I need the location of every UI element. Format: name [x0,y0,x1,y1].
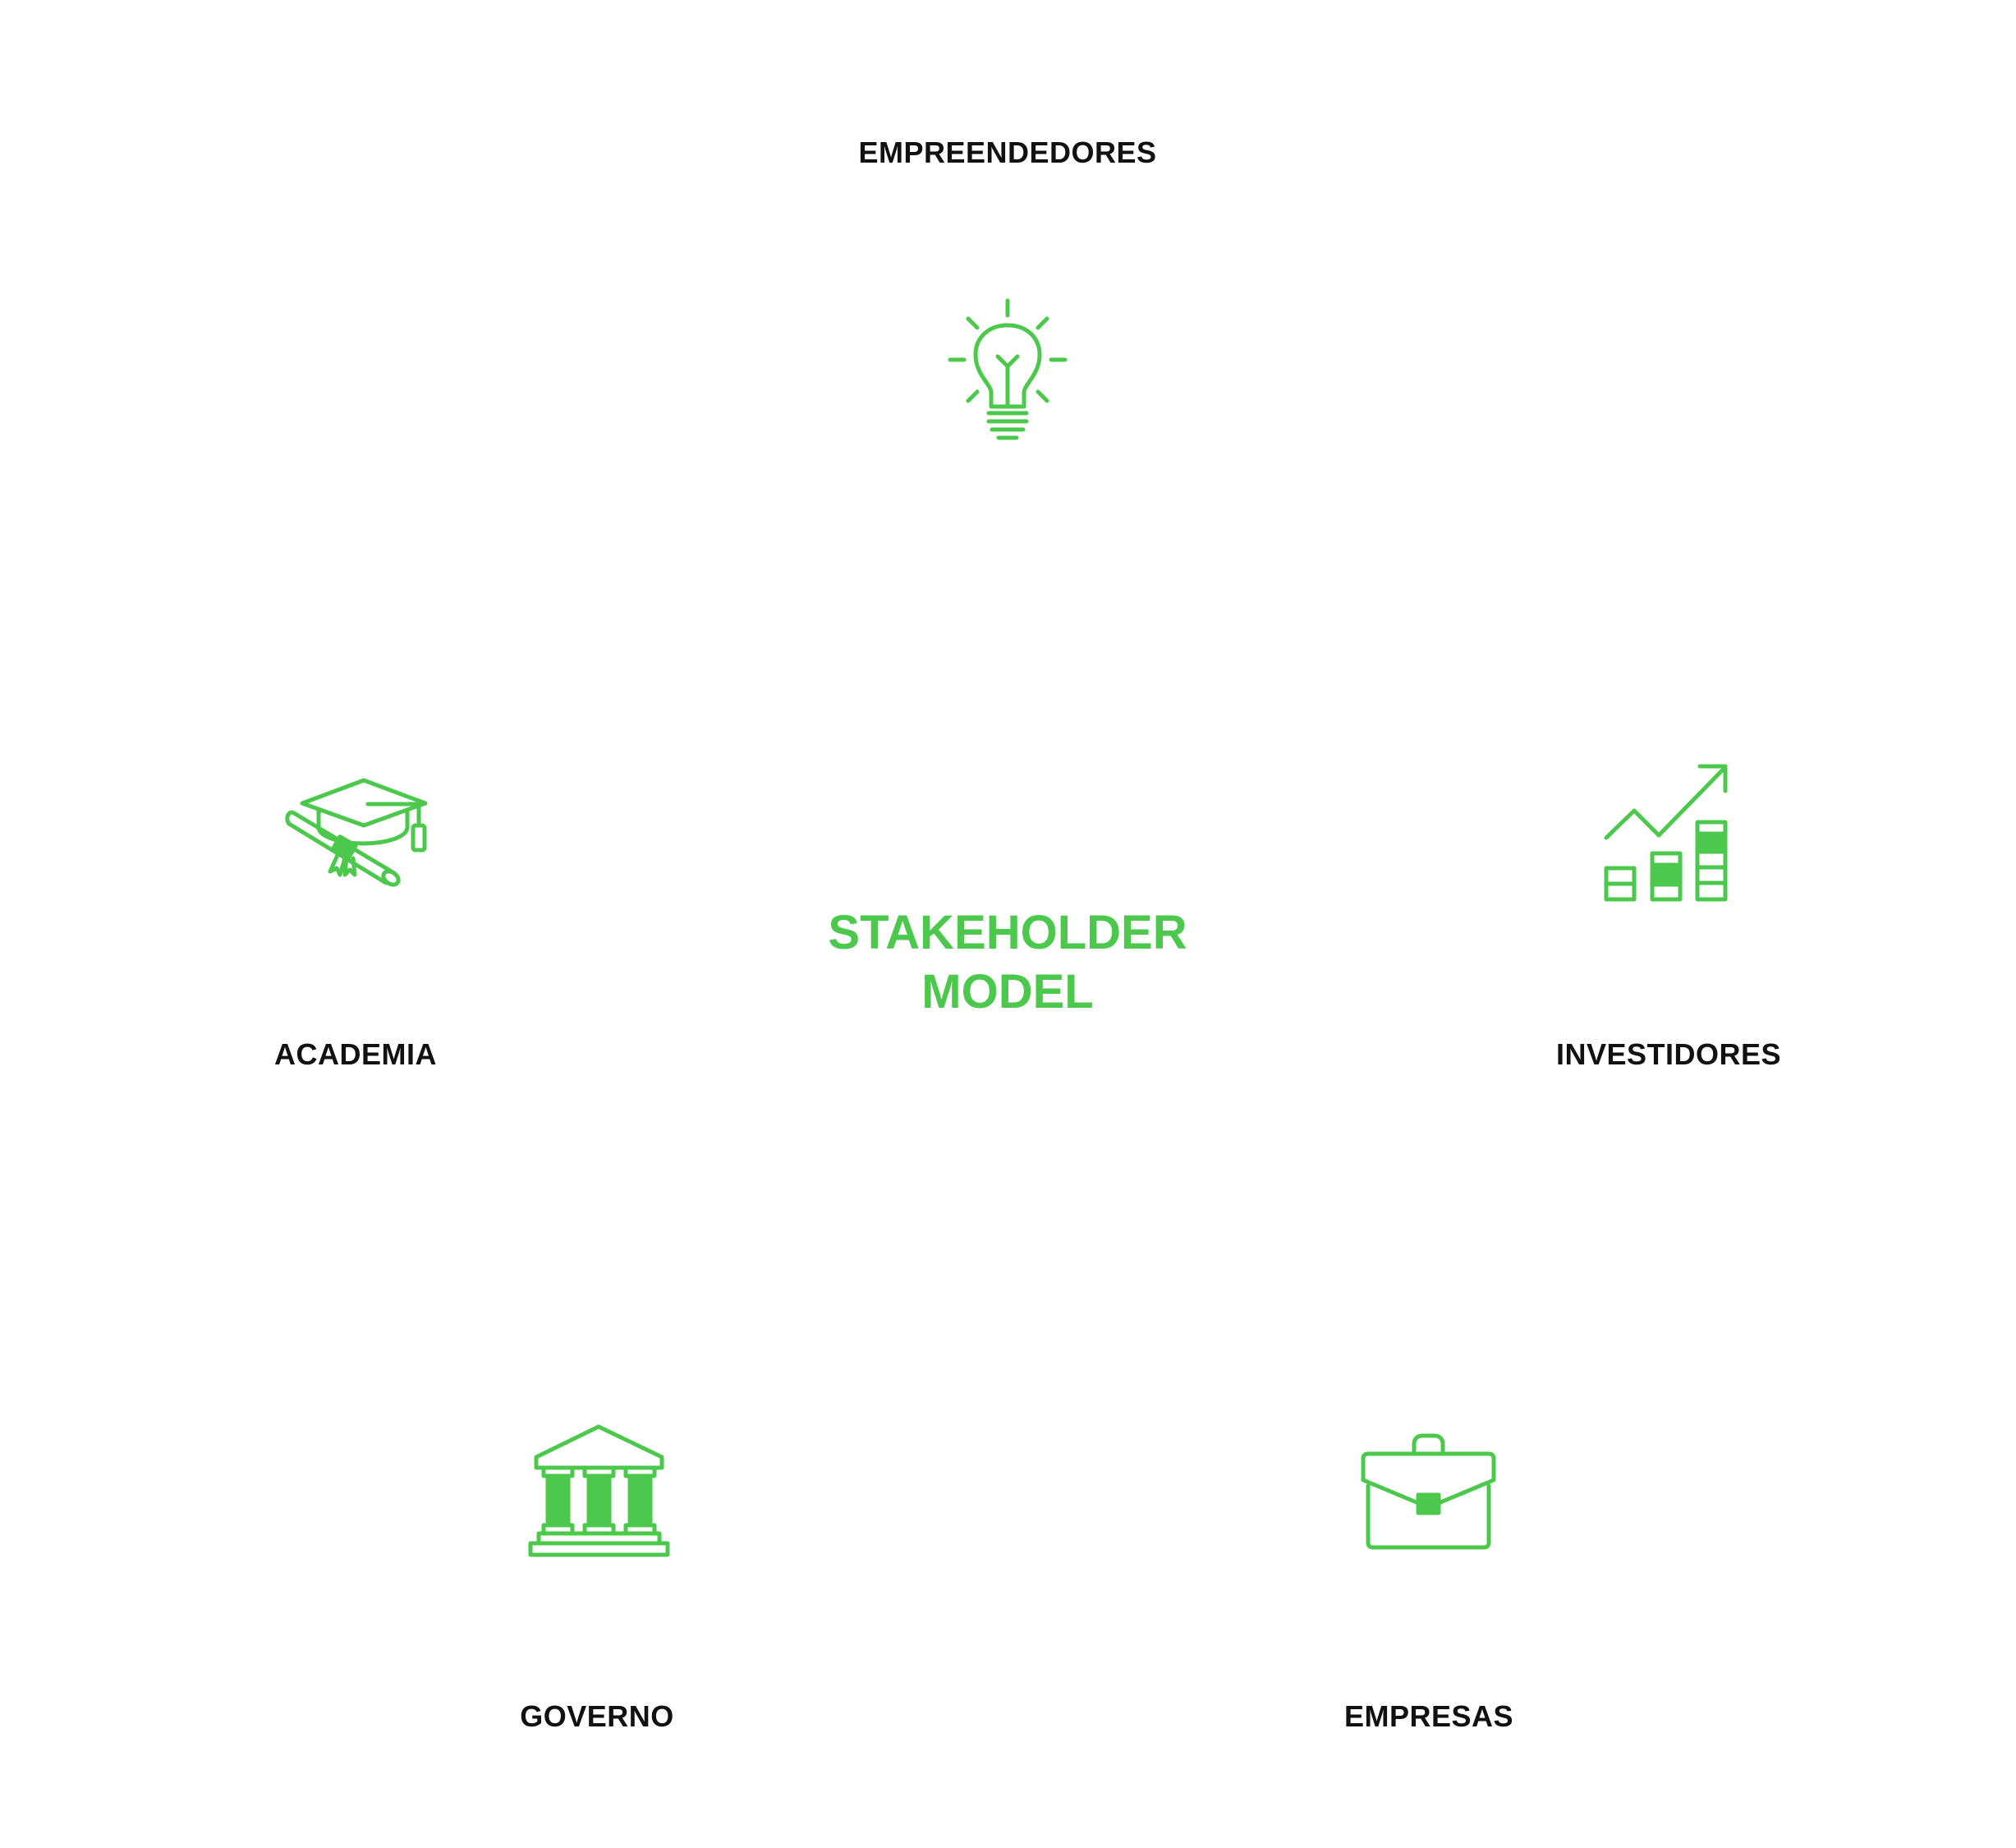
label-governo: GOVERNO [520,1699,674,1733]
lightbulb-icon [946,296,1069,444]
title-line-1: STAKEHOLDER [828,906,1187,959]
stakeholder-model-title: STAKEHOLDER MODEL [828,903,1187,1022]
growth-chart-icon [1601,760,1733,903]
title-line-2: MODEL [921,965,1094,1018]
label-empresas: EMPRESAS [1343,1699,1514,1733]
briefcase-icon [1357,1431,1500,1554]
label-empreendedores: EMPREENDEDORES [858,136,1157,169]
government-building-icon [527,1423,671,1562]
label-investidores: INVESTIDORES [1555,1037,1782,1071]
label-academia: ACADEMIA [274,1037,437,1071]
graduation-cap-icon [285,776,429,891]
